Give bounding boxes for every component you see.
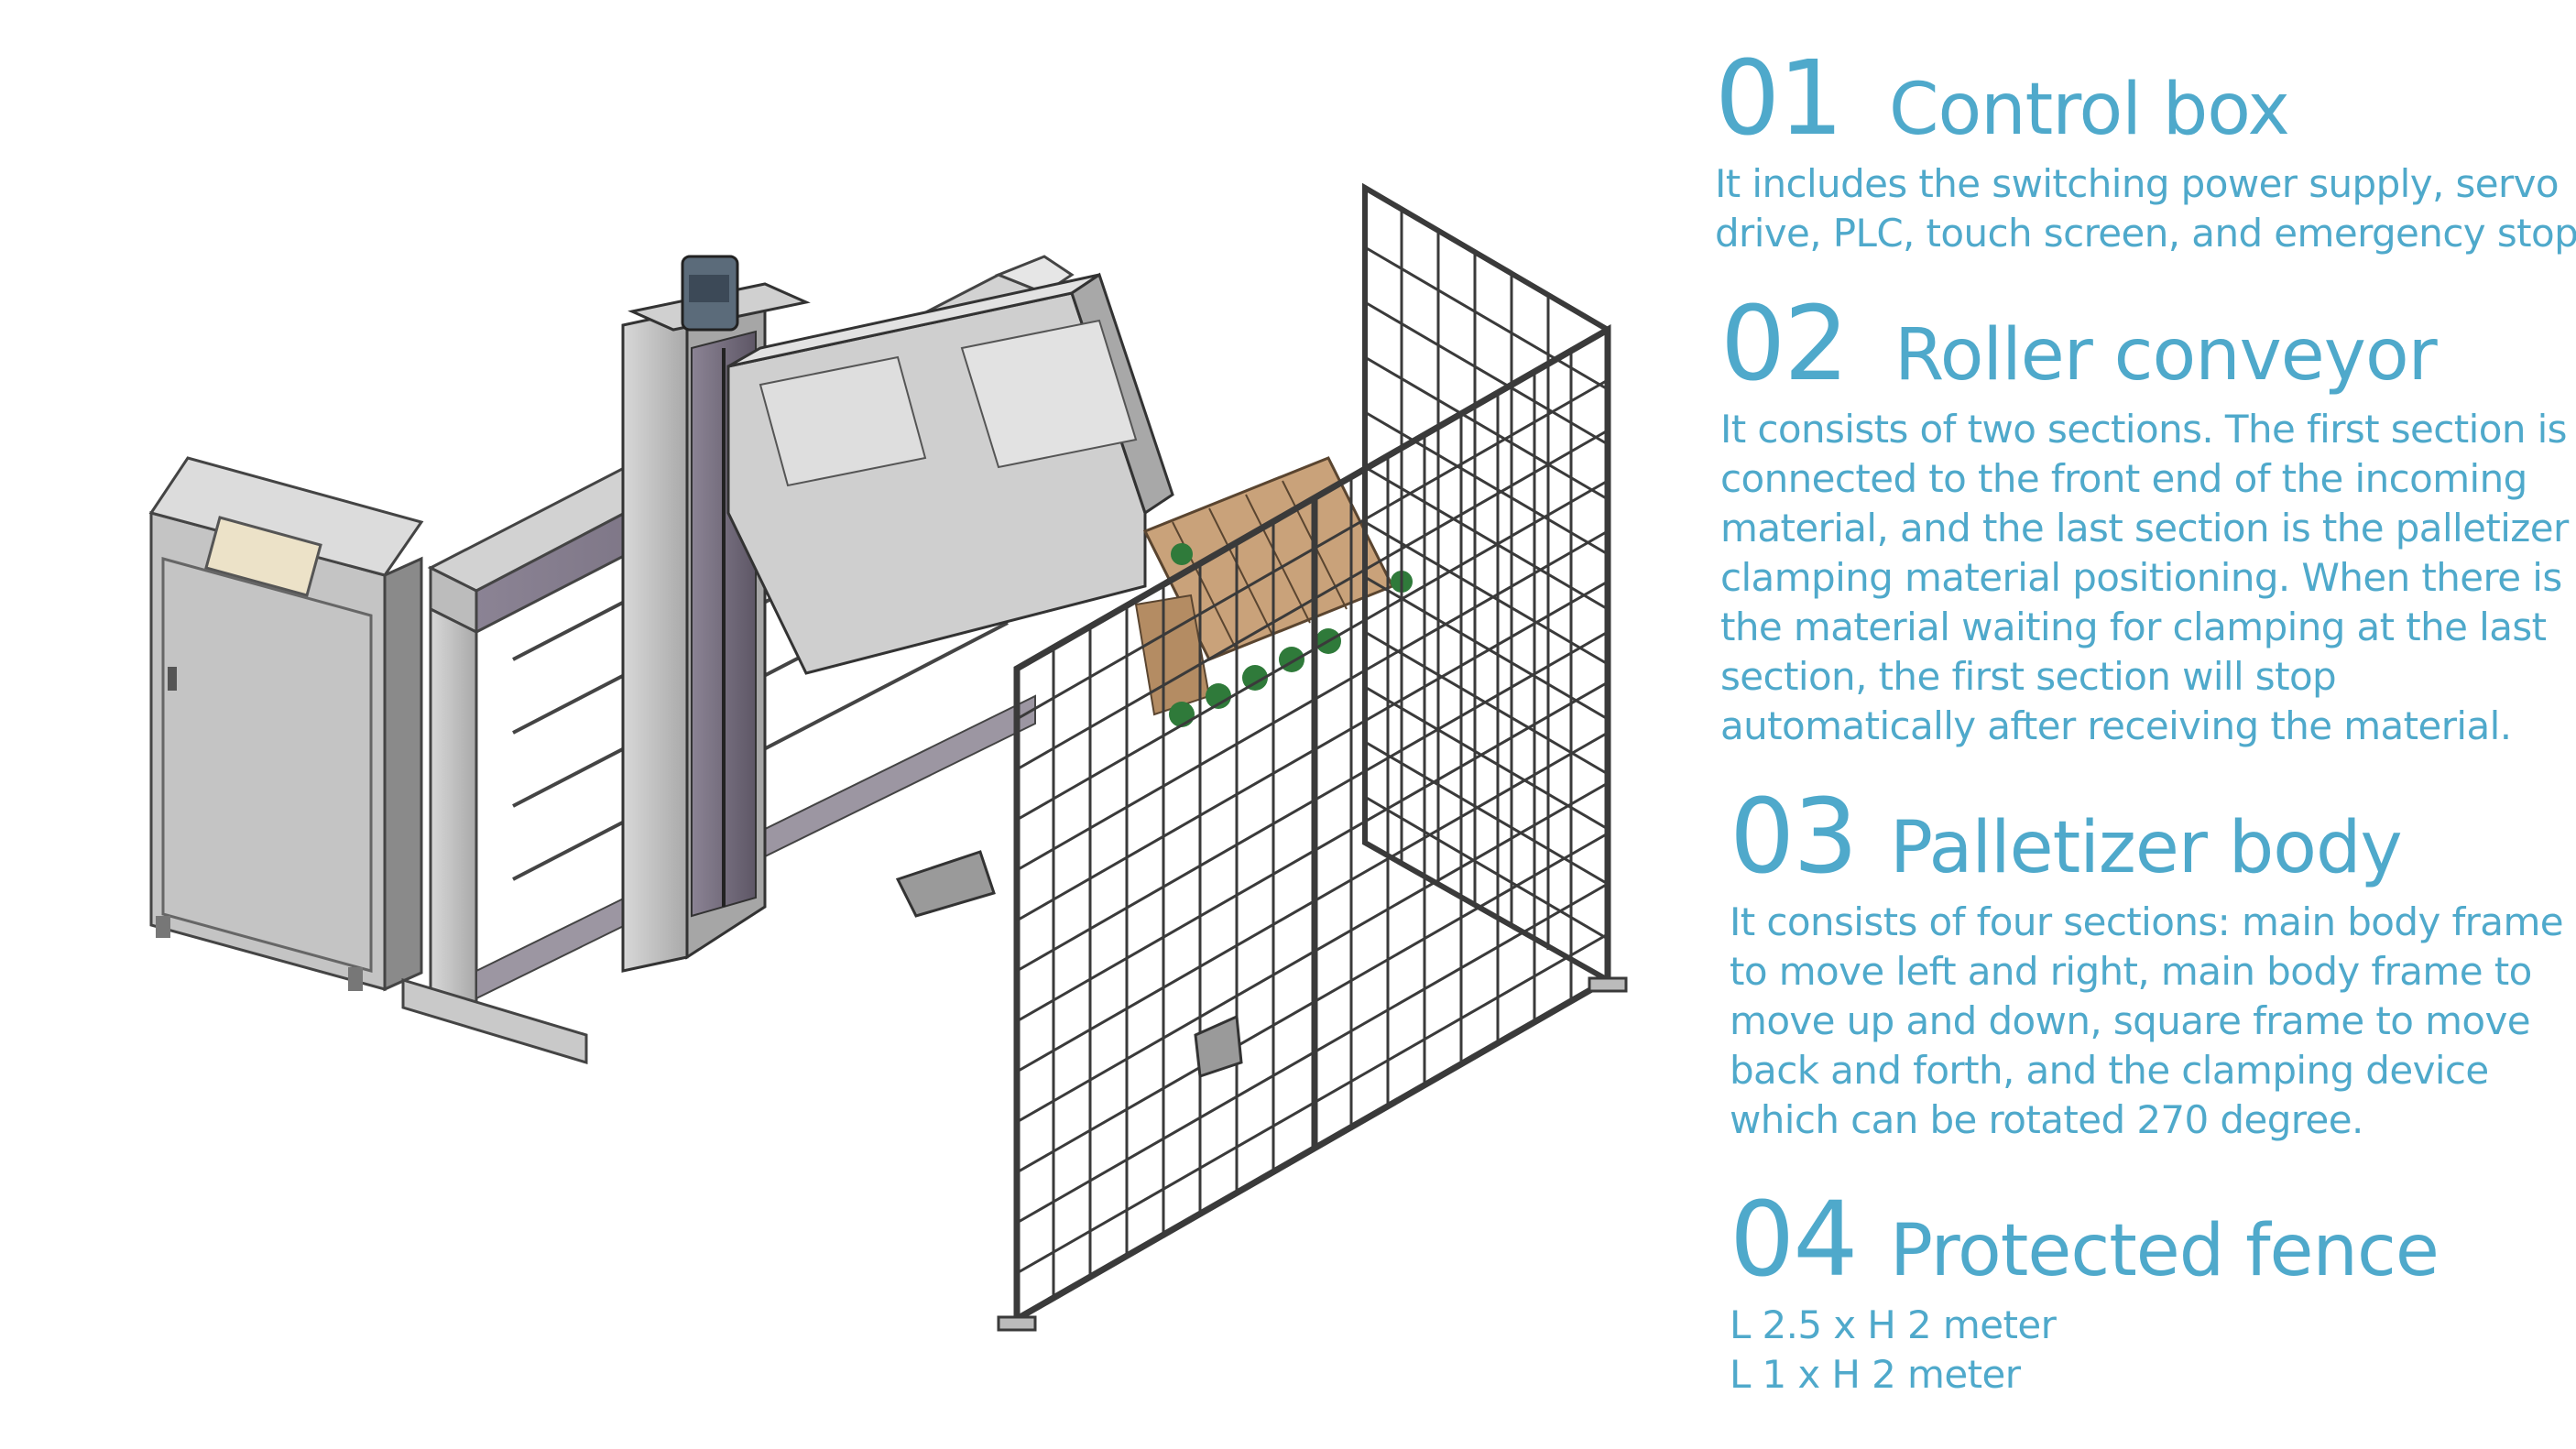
mounting-bracket [895,850,1243,1079]
feature-description: It consists of two sections. The first s… [1720,405,2569,751]
description-line: It consists of four sections: main body … [1730,899,2564,944]
description-line: material, and the last section is the pa… [1720,506,2569,550]
description-line: drive, PLC, touch screen, and emergency … [1715,211,2576,256]
description-line: move up and down, square frame to move [1730,998,2531,1043]
description-line: the material waiting for clamping at the… [1720,605,2547,649]
feature-number: 01 [1715,39,1844,158]
feature-protected-fence: 04 Protected fence L 2.5 x H 2 meter L 1 … [1730,1181,2440,1400]
feature-title: Protected fence [1890,1210,2440,1292]
description-line: automatically after receiving the materi… [1720,703,2512,748]
palletizer-illustration [148,182,1628,1332]
description-line: It consists of two sections. The first s… [1720,407,2568,452]
description-line: section, the first section will stop [1720,654,2337,699]
feature-description: L 2.5 x H 2 meter L 1 x H 2 meter [1730,1301,2439,1400]
feature-palletizer-body: 03 Palletizer body It consists of four se… [1730,778,2564,1145]
description-line: to move left and right, main body frame … [1730,949,2532,994]
feature-description: It includes the switching power supply, … [1715,159,2576,258]
description-line: clamping material positioning. When ther… [1720,555,2562,600]
feature-number: 04 [1730,1181,1859,1300]
description-line: connected to the front end of the incomi… [1720,456,2527,501]
description-line: It includes the switching power supply, … [1715,161,2560,206]
description-line: back and forth, and the clamping device [1730,1048,2489,1093]
feature-number: 02 [1720,285,1850,404]
description-line: which can be rotated 270 degree. [1730,1097,2363,1142]
palletizer-arm [726,272,1174,675]
protective-fence [997,182,1628,1332]
feature-title: Palletizer body [1890,807,2403,889]
description-line: L 2.5 x H 2 meter [1730,1302,2057,1347]
description-line: L 1 x H 2 meter [1730,1352,2021,1397]
feature-title: Control box [1889,69,2290,151]
feature-description: It consists of four sections: main body … [1730,898,2564,1145]
feature-number: 03 [1730,778,1859,897]
feature-title: Roller conveyor [1894,314,2438,397]
control-box [148,456,424,992]
